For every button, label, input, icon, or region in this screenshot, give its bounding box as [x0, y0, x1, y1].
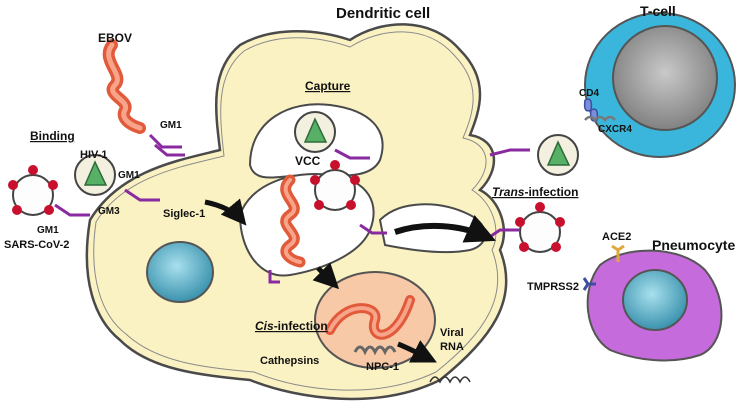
label-cxcr4: CXCR4 — [598, 124, 632, 135]
label-t-cell: T-cell — [640, 3, 676, 19]
label-gm3: GM3 — [98, 206, 120, 217]
label-npc1: NPC-1 — [366, 361, 399, 373]
npc1-receptor — [353, 345, 397, 356]
arrow-trans-infection — [394, 215, 496, 243]
label-dendritic-cell: Dendritic cell — [336, 5, 430, 22]
viral-rna-strand — [429, 376, 471, 384]
label-cis-suffix: -infection — [274, 319, 328, 333]
label-tmprss2: TMPRSS2 — [527, 281, 579, 293]
label-cis-word: Cis — [255, 319, 274, 333]
label-capture: Capture — [305, 79, 351, 93]
label-trans-infection: Trans-infection — [492, 185, 578, 199]
label-hiv1: HIV-1 — [80, 149, 108, 161]
arrow-siglec-to-vcc — [204, 198, 247, 226]
label-vcc: VCC — [295, 154, 321, 168]
label-sars-cov-2: SARS-CoV-2 — [4, 239, 69, 251]
cxcr4-receptor — [584, 115, 616, 122]
t-cell-nucleus — [612, 25, 718, 131]
label-gm1-hiv: GM1 — [118, 170, 140, 181]
hiv1-virion-capture — [294, 111, 336, 153]
label-cathepsins: Cathepsins — [260, 355, 319, 367]
label-siglec1: Siglec-1 — [163, 208, 205, 220]
label-trans-word: Trans — [492, 185, 525, 199]
ebov-virion-top-core — [106, 42, 143, 131]
label-pneumocyte: Pneumocyte — [652, 237, 735, 253]
hiv1-virion-trans — [537, 134, 579, 176]
label-cd4: CD4 — [579, 88, 599, 99]
label-gm1-sars: GM1 — [37, 225, 59, 236]
label-cis-infection: Cis-infection — [255, 319, 328, 333]
dendritic-cell-nucleus — [146, 241, 214, 303]
ebov-virion-vcc-core — [283, 178, 302, 264]
label-trans-suffix: -infection — [524, 185, 578, 199]
arrow-vcc-to-endosome — [312, 262, 340, 290]
sars-virion-trans — [515, 202, 565, 253]
dendritic-cell-inner-membrane — [93, 31, 499, 391]
label-viral-rna-line1: Viral — [440, 327, 464, 339]
sars-virion-binding — [8, 165, 58, 216]
pneumocyte-nucleus — [622, 269, 688, 331]
label-ebov: EBOV — [98, 31, 132, 45]
label-binding: Binding — [30, 129, 75, 143]
arrow-endosome-to-rna — [397, 340, 437, 363]
ace2-receptor — [611, 244, 625, 262]
sars-virion-vcc — [310, 160, 360, 211]
tmprss2-receptor — [582, 277, 596, 291]
label-viral-rna-line2: RNA — [440, 341, 464, 353]
ebov-virion-endosome-core — [328, 298, 412, 337]
hiv1-virion-binding — [74, 154, 116, 196]
label-gm1-top: GM1 — [160, 120, 182, 131]
label-ace2: ACE2 — [602, 231, 631, 243]
siglec1-receptors — [54, 133, 530, 284]
